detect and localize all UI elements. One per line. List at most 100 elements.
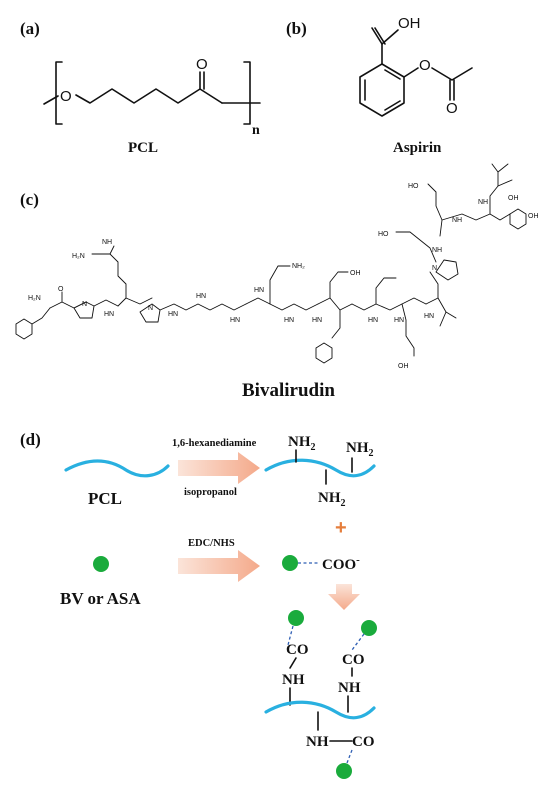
pcl-repeat-n: n — [252, 123, 260, 138]
nh2-b: NH2 — [346, 440, 374, 459]
left-label-pcl: PCL — [88, 489, 122, 508]
benzene-ring — [359, 63, 405, 117]
bracket-left — [55, 61, 63, 125]
ile-side — [425, 297, 457, 327]
hn-asn: HN — [254, 287, 264, 294]
glu-side-4 — [427, 183, 443, 237]
pcl-chain-start — [64, 459, 170, 478]
hn-glu: HN — [368, 317, 378, 324]
tyr-link — [441, 213, 491, 221]
h2n-amidine: H₂N — [72, 253, 85, 260]
aspirin-name: Aspirin — [393, 140, 442, 156]
co-nh-bond-1 — [289, 657, 297, 669]
plus-sign: + — [335, 517, 347, 539]
pcl-o-carbonyl: O — [196, 56, 208, 73]
amidine — [91, 245, 115, 255]
leu-cooh — [497, 179, 513, 187]
n-pro-2: N — [148, 305, 153, 312]
drug-ball-product-1 — [288, 610, 304, 626]
arg-side — [109, 253, 127, 307]
bivalirudin-name: Bivalirudin — [242, 380, 335, 401]
acetyl-double — [449, 79, 455, 101]
cooh-oh-bond — [381, 29, 399, 45]
nh-2-text: NH — [338, 680, 361, 696]
o-1: O — [58, 286, 64, 293]
ho-glu-2: OH — [398, 363, 409, 370]
aspirin-o-ester: O — [419, 57, 431, 74]
tyr-oh: OH — [528, 213, 539, 220]
nh-amidine: NH — [102, 239, 112, 246]
pcl-name: PCL — [128, 140, 158, 156]
hn-ile: HN — [424, 313, 434, 320]
drug-ball-start — [93, 556, 109, 572]
asp-oh: OH — [350, 270, 361, 277]
phe2-chain — [331, 309, 341, 339]
coo-text: COO- — [322, 554, 360, 573]
reagent-isopropanol: isopropanol — [184, 487, 237, 498]
nh2-a: NH2 — [288, 434, 316, 453]
cooh-double — [371, 27, 386, 45]
tyr-ring — [509, 208, 527, 230]
co-3-text: CO — [352, 734, 375, 750]
pcl-carbonyl-double — [199, 71, 205, 90]
drug-ball-product-3 — [336, 763, 352, 779]
glu-side-3 — [395, 231, 437, 263]
panel-a: (a) O O n PCL — [20, 19, 261, 156]
hn-gly-2: HN — [196, 293, 206, 300]
glu-side-2 — [401, 303, 415, 357]
gly-chain-2 — [269, 303, 319, 311]
h2n-term: H₂N — [28, 295, 41, 302]
pro-ring-2 — [139, 303, 161, 323]
panel-b-label: (b) — [286, 19, 307, 38]
reagent-hexanediamine: 1,6-hexanediamine — [172, 438, 257, 449]
benzene-inner — [364, 69, 401, 111]
pro-ring-1 — [73, 301, 95, 319]
phe-ring-1 — [15, 318, 33, 340]
asp-co — [329, 297, 353, 311]
drug-ball-activated — [282, 555, 298, 571]
left-label-bv-asa: BV or ASA — [60, 589, 141, 608]
panel-d-label: (d) — [20, 430, 41, 449]
n-pro-3: N — [432, 265, 437, 272]
pro3-link — [429, 271, 439, 299]
product-link-3 — [346, 749, 353, 764]
arrow-step-2 — [178, 550, 260, 582]
product-link-2 — [351, 633, 365, 651]
phe-ring-2 — [315, 342, 333, 364]
panel-c: (c) H₂N O N HN NH H₂N N HN HN HN NH₂ HN … — [15, 163, 539, 401]
bracket-right — [243, 61, 251, 125]
aspirin-oh: OH — [398, 15, 421, 32]
n-pro-1: N — [82, 301, 87, 308]
nh-1-text: NH — [282, 672, 305, 688]
glu2-co — [401, 297, 427, 305]
pcl-o-chain: O — [60, 88, 72, 105]
ester-bond — [403, 67, 419, 78]
nh-glu-4: NH — [452, 217, 462, 224]
asn-nh2: NH₂ — [292, 263, 305, 270]
nh-glu-3: NH — [432, 247, 442, 254]
nh-leu: NH — [478, 199, 488, 206]
nh-3-text: NH — [306, 734, 329, 750]
pcl-backbone — [75, 88, 223, 104]
tyr-chain — [489, 213, 511, 221]
hn-gly-1: HN — [168, 311, 178, 318]
panel-b: (b) OH O O Aspirin — [286, 15, 473, 156]
hn-glu-2: HN — [394, 317, 404, 324]
panel-a-label: (a) — [20, 19, 40, 38]
pro1-co — [93, 299, 119, 307]
hn-1: HN — [104, 311, 114, 318]
co-1-text: CO — [286, 642, 309, 658]
asp-side — [317, 271, 349, 305]
asn-side — [245, 265, 291, 305]
ho-glu-3: HO — [378, 231, 389, 238]
pcl-bond-in — [43, 95, 59, 105]
hn-gly-4: HN — [284, 317, 294, 324]
pcl-chain-product — [264, 700, 376, 720]
co-2-text: CO — [342, 652, 365, 668]
leu-side — [489, 163, 509, 215]
acetyl — [431, 67, 473, 81]
pcl-chain-amine — [264, 458, 376, 478]
arg-co — [125, 297, 153, 305]
